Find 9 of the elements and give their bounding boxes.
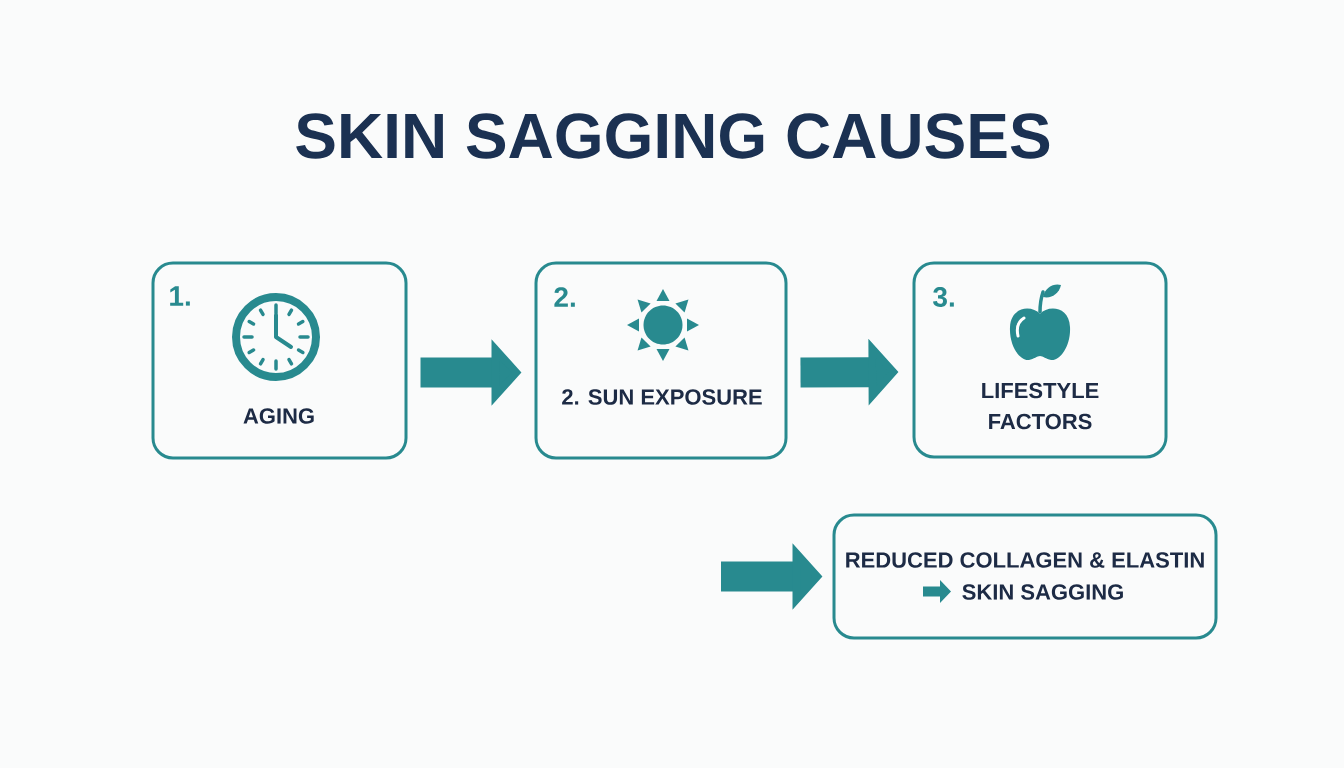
step-number: 2. bbox=[554, 287, 575, 307]
step-label: AGING bbox=[243, 408, 314, 424]
step-label: LIFESTYLE FACTORS bbox=[982, 382, 1099, 430]
step-label: 2. SUN EXPOSURE bbox=[562, 389, 762, 405]
result-text: REDUCED COLLAGEN & ELASTIN bbox=[846, 552, 1204, 568]
step-number: 1. bbox=[170, 286, 190, 306]
result-text: SKIN SAGGING bbox=[962, 584, 1123, 600]
title: SKIN SAGGING CAUSES bbox=[296, 113, 1050, 159]
step-number: 3. bbox=[933, 287, 954, 307]
